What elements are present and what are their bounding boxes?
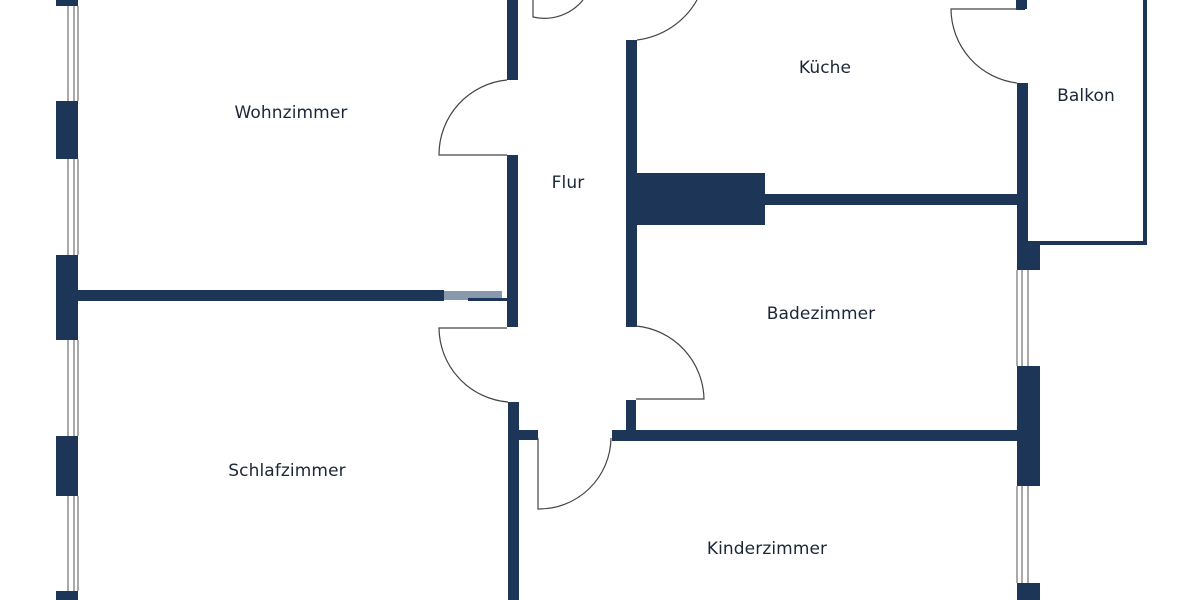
wall-flur-left-2 xyxy=(507,155,518,327)
walls xyxy=(56,0,1147,600)
wall-kueche-balkon xyxy=(1017,83,1028,270)
room-label-wohnzimmer: Wohnzimmer xyxy=(234,103,348,123)
wall-bad-kinder xyxy=(612,430,1020,441)
wall-flur-stub-bottom xyxy=(519,430,538,440)
door-schlafzimmer xyxy=(438,327,509,403)
wall-left-pier-3 xyxy=(56,436,78,496)
wall-wohn-schlaf-glass xyxy=(444,291,502,300)
room-label-schlafzimmer: Schlafzimmer xyxy=(228,461,346,481)
wall-right-pier-bottom xyxy=(1017,583,1040,600)
wall-flur-left-1 xyxy=(507,0,518,80)
window-left-1 xyxy=(67,6,79,101)
window-left-4 xyxy=(67,496,79,591)
wall-flur-left-3 xyxy=(508,402,519,600)
door-kueche-top xyxy=(636,0,698,41)
wall-right-pier-1 xyxy=(1017,366,1040,486)
door-kinderzimmer xyxy=(537,437,612,510)
room-label-balkon: Balkon xyxy=(1057,86,1115,106)
window-left-3 xyxy=(67,340,79,436)
wall-wohn-schlaf-end xyxy=(468,298,508,301)
window-right-1 xyxy=(1016,270,1029,366)
wall-balkon-bottom xyxy=(1027,241,1147,245)
shaft-block xyxy=(636,173,765,225)
wall-kueche-door-stub xyxy=(1016,0,1025,10)
window-right-2 xyxy=(1016,486,1029,583)
door-flur-top-left xyxy=(532,0,584,19)
wall-left-pier-top xyxy=(56,0,78,6)
wall-right-corner-block xyxy=(1017,243,1040,270)
window-left-2 xyxy=(67,159,79,255)
room-label-kueche: Küche xyxy=(798,58,852,78)
wall-kueche-bad xyxy=(765,194,1020,205)
room-label-kinderzimmer: Kinderzimmer xyxy=(706,539,828,559)
room-label-badezimmer: Badezimmer xyxy=(766,304,876,324)
doors xyxy=(438,0,1018,510)
room-label-flur: Flur xyxy=(551,173,585,193)
wall-flur-right-2 xyxy=(626,400,636,432)
windows xyxy=(67,6,1029,591)
wall-left-pier-bottom xyxy=(56,591,78,600)
wall-wohn-schlaf xyxy=(78,290,444,301)
door-badezimmer xyxy=(635,325,705,400)
wall-left-pier-1 xyxy=(56,101,78,159)
wall-balkon-right xyxy=(1143,0,1147,245)
wall-flur-right-1 xyxy=(626,40,637,327)
wall-left-pier-2 xyxy=(56,255,78,340)
door-wohnzimmer xyxy=(438,79,508,156)
door-balkon xyxy=(950,8,1018,84)
